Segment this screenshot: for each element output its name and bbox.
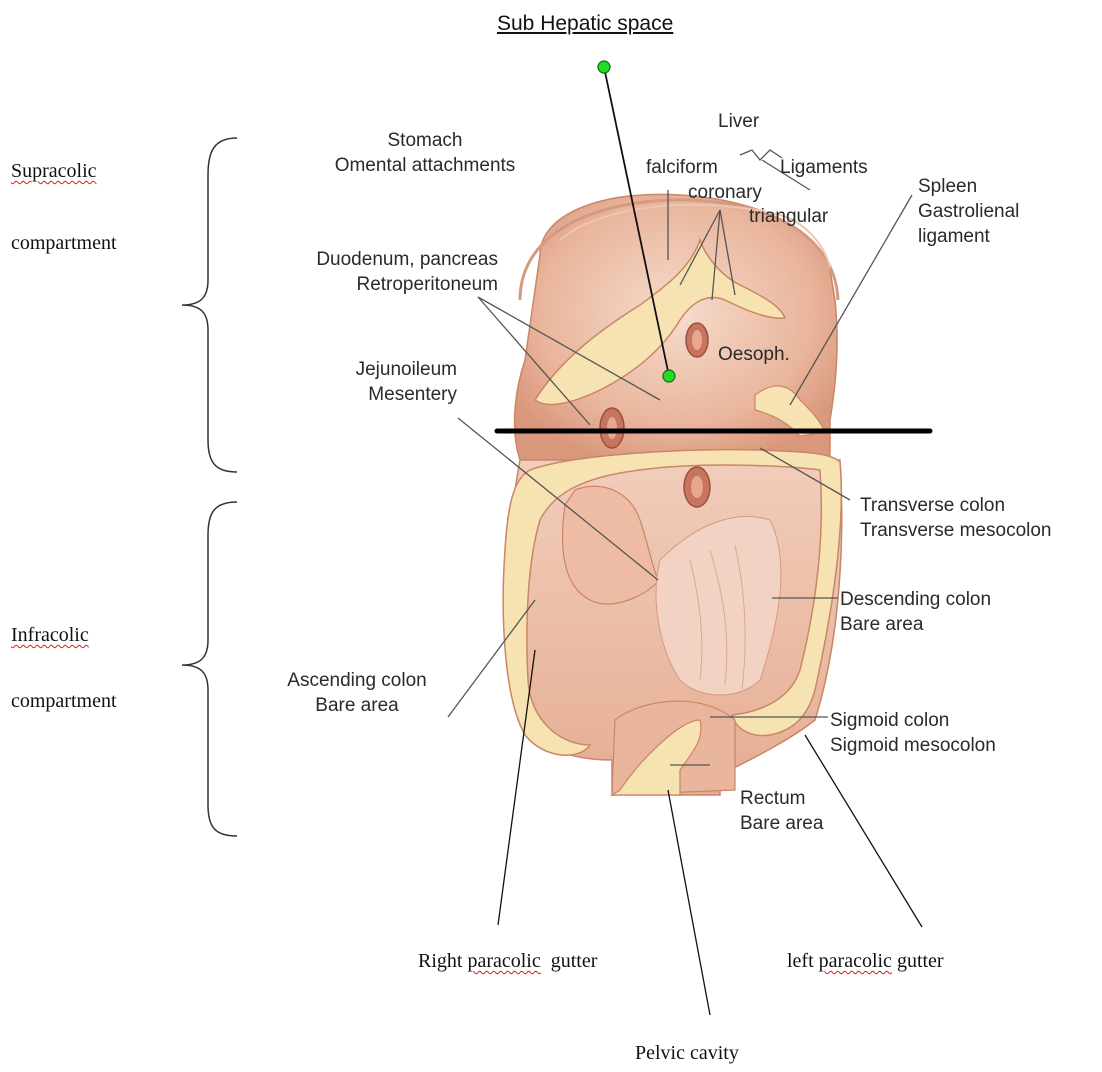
infracolic-compartment-label: compartment xyxy=(11,688,117,714)
subhepatic-marker-top[interactable] xyxy=(598,61,610,73)
supracolic-word: Supracolic xyxy=(11,160,97,182)
spleen-label: Spleen Gastrolienal ligament xyxy=(918,174,1019,249)
page-title: Sub Hepatic space xyxy=(497,12,673,36)
right-paracolic-gutter-label: Right paracolic gutter xyxy=(418,948,597,974)
ascending-colon-label: Ascending colon Bare area xyxy=(262,668,452,718)
stomach-label: Stomach Omental attachments xyxy=(310,128,540,178)
upper-abdomen-tissue xyxy=(515,194,838,460)
left-paracolic-gutter-label: left paracolic gutter xyxy=(787,948,944,974)
coronary-label: coronary xyxy=(688,180,762,205)
infracolic-label: Infracolic xyxy=(11,622,89,648)
oesophagus-label: Oesoph. xyxy=(718,342,790,367)
infracolic-brace xyxy=(182,502,237,836)
supracolic-label: Supracolic xyxy=(11,158,97,184)
ligaments-label: Ligaments xyxy=(780,155,868,180)
liver-label: Liver xyxy=(718,109,759,134)
supracolic-brace xyxy=(182,138,237,472)
falciform-label: falciform xyxy=(646,155,718,180)
supracolic-compartment-label: compartment xyxy=(11,230,117,256)
triangular-label: triangular xyxy=(749,204,828,229)
pelvic-cavity-label: Pelvic cavity xyxy=(635,1040,739,1066)
duodenum-label: Duodenum, pancreas Retroperitoneum xyxy=(238,247,498,297)
lower-abdomen-tissue xyxy=(503,450,842,795)
subhepatic-marker-bottom[interactable] xyxy=(663,370,675,382)
rectum-label: Rectum Bare area xyxy=(740,786,823,836)
descending-colon-label: Descending colon Bare area xyxy=(840,587,991,637)
jejunoileum-label: Jejunoileum Mesentery xyxy=(300,357,457,407)
transverse-colon-label: Transverse colon Transverse mesocolon xyxy=(860,493,1051,543)
sigmoid-colon-label: Sigmoid colon Sigmoid mesocolon xyxy=(830,708,996,758)
infracolic-word: Infracolic xyxy=(11,624,89,646)
